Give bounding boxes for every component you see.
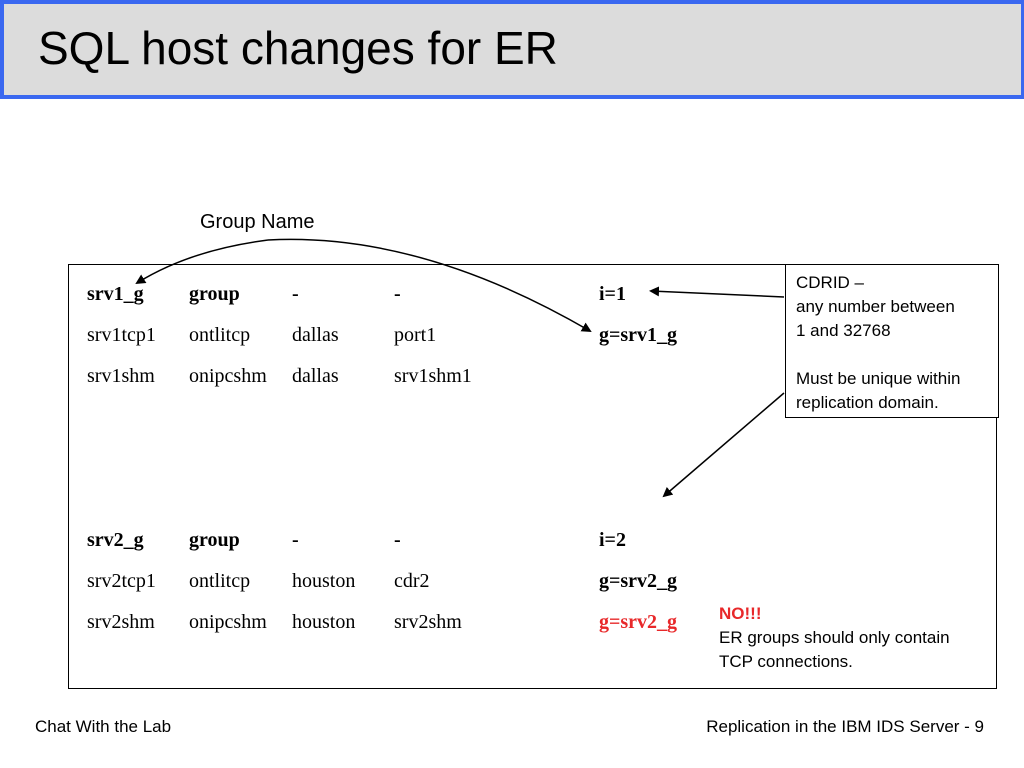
warning-heading: NO!!! [719,604,762,623]
table-cell-options: i=2 [599,529,626,551]
table-cell-options: i=1 [599,283,626,305]
table-cell-name: srv1_g [87,283,144,305]
table-cell-protocol: group [189,529,240,551]
footer-right: Replication in the IBM IDS Server - 9 [706,717,984,736]
table-cell-service: - [394,529,401,551]
table-cell-service: srv1shm1 [394,365,472,387]
warning-note: NO!!! ER groups should only contain TCP … [719,602,950,674]
table-cell-host: - [292,529,299,551]
group-name-arrow-left [135,239,269,285]
warning-line: ER groups should only contain [719,628,950,647]
callout-line: 1 and 32768 [796,321,891,340]
table-cell-options: g=srv1_g [599,324,678,346]
table-cell-host: - [292,283,299,305]
callout-line: any number between [796,297,955,316]
table-cell-name: srv2tcp1 [87,570,156,592]
title-bar: SQL host changes for ER [0,0,1024,99]
table-cell-name: srv2_g [87,529,144,551]
cdrid-arrow-top [649,286,785,298]
callout-line: replication domain. [796,393,939,412]
table-cell-service: cdr2 [394,570,430,592]
table-cell-name: srv2shm [87,611,155,633]
table-cell-service: port1 [394,324,437,346]
callout-line: CDRID – [796,273,865,292]
table-cell-protocol: onipcshm [189,365,267,387]
table-cell-host: houston [292,570,356,592]
sqlhosts-table-box [68,264,997,689]
table-cell-name: srv1shm [87,365,155,387]
cdrid-arrow-bottom [662,392,785,498]
table-cell-protocol: ontlitcp [189,570,251,592]
callout-line: Must be unique within [796,369,961,388]
table-cell-options: g=srv2_g [599,570,678,592]
table-cell-service: - [394,283,401,305]
footer-left: Chat With the Lab [35,717,172,736]
table-cell-host: dallas [292,365,339,387]
table-cell-protocol: onipcshm [189,611,267,633]
table-cell-protocol: ontlitcp [189,324,251,346]
slide-title: SQL host changes for ER [38,22,558,74]
group-name-arrow-right [267,238,592,333]
table-cell-name: srv1tcp1 [87,324,156,346]
table-cell-host: dallas [292,324,339,346]
table-cell-host: houston [292,611,356,633]
cdrid-callout: CDRID – any number between 1 and 32768 M… [785,264,999,418]
table-cell-options-warning: g=srv2_g [599,611,678,633]
table-cell-protocol: group [189,283,240,305]
group-name-label: Group Name [200,211,315,233]
table-cell-service: srv2shm [394,611,462,633]
warning-line: TCP connections. [719,652,853,671]
